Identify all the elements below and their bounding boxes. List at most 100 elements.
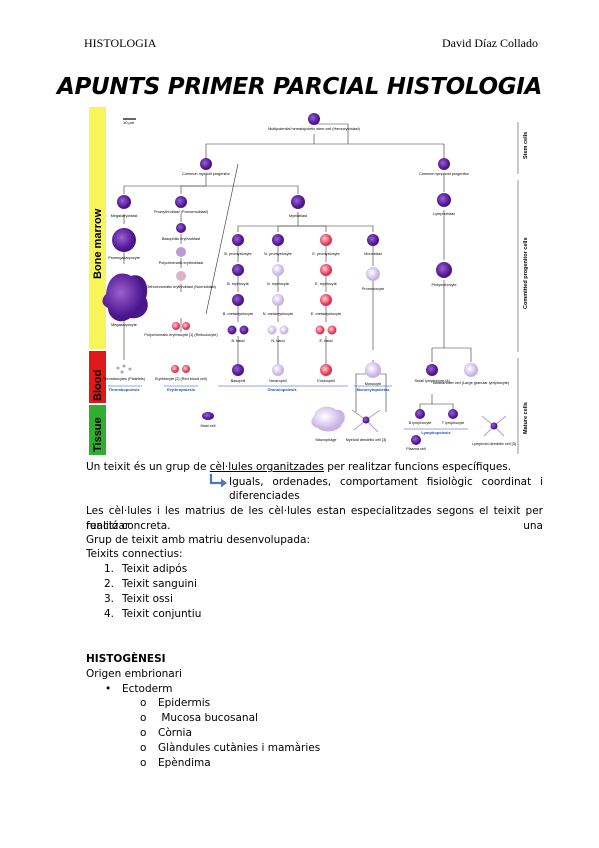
b-band-label: B. band	[231, 339, 244, 343]
basophilic-label: Basophilic erythroblast	[162, 237, 201, 241]
myeloblast-cell	[291, 195, 305, 209]
b-meta-label: B. metamyelocyte	[223, 312, 253, 316]
erythrocyte-label: Erythrocyte [2] (Red blood cell)	[155, 377, 208, 381]
neutrophil-label: Neutrophil	[269, 379, 286, 383]
b-lymph-label: B lymphocyte	[409, 421, 432, 425]
matrix-line: Grup de teixit amb matriu desenvolupada:	[86, 534, 310, 546]
lymph-dc-cell	[490, 422, 498, 430]
origin-line: Origen embrionari	[86, 668, 182, 680]
hematopoiesis-diagram: Bone marrow Blood Tissue Stem cells Comm…	[89, 107, 529, 455]
n-myelocyte-cell	[272, 264, 284, 276]
e-promyelocyte-label: E. promyelocyte	[312, 252, 339, 256]
scale-label: 10 µm	[123, 120, 135, 125]
promegakaryocyte-cell	[112, 228, 136, 252]
list-item: Teixit adipós	[122, 563, 188, 575]
list-number: 1.	[104, 563, 115, 575]
e-myelocyte-cell	[320, 264, 332, 276]
megakaryocyte-label: Megakaryocyte	[111, 323, 137, 327]
neutrophil-cell	[272, 364, 284, 376]
mast-cell	[202, 412, 214, 420]
sub-list-item: Glàndules cutànies i mamàries	[158, 742, 321, 754]
list-item: Teixit sanguini	[122, 578, 197, 590]
b-band-cell	[239, 325, 249, 335]
sub-bullet-icon: o	[140, 742, 147, 754]
e-myelocyte-label: E. myelocyte	[315, 282, 337, 286]
list-number: 2.	[104, 578, 115, 590]
n-meta-cell	[272, 294, 284, 306]
megakaryocyte-cell	[102, 273, 148, 322]
lympho-label: Lymphopoiesis	[421, 430, 451, 435]
proerythroblast-label: Proerythroblast (Pronormoblast)	[154, 210, 209, 214]
megakaryoblast-cell	[117, 195, 131, 209]
thrombo-label: Thrombopoiesis	[108, 387, 140, 392]
orthochromatic-cell	[176, 271, 186, 281]
hematopoiesis-figure: Bone marrow Blood Tissue Stem cells Comm…	[86, 104, 530, 458]
committed-label: Committed progenitor cells	[523, 237, 529, 309]
t-lymph-label: T lymphocyte	[442, 421, 465, 425]
list-number: 3.	[104, 593, 115, 605]
histo-heading: HISTOGÈNESI	[86, 653, 166, 665]
promonocyte-label: Promonocyte	[362, 287, 384, 291]
sub-list-item: Epèndima	[158, 757, 211, 769]
nk-cell	[464, 363, 478, 377]
intro-link: cèl·lules organitzades	[209, 461, 324, 473]
b-promyelocyte-label: B. promyelocyte	[224, 252, 251, 256]
plasma-cell	[411, 435, 421, 445]
bone-marrow-band	[89, 107, 106, 349]
mast-label: Mast cell	[201, 424, 216, 428]
polychromatic-cell	[176, 247, 186, 257]
list-number: 4.	[104, 608, 115, 620]
e-promyelocyte-cell	[320, 234, 332, 246]
plasma-label: Plasma cell	[406, 447, 426, 451]
macrophage-cell	[311, 406, 345, 432]
stem-cells-label: Stem cells	[523, 132, 529, 159]
intro-pre: Un teixit és un grup de	[86, 461, 210, 473]
blood-label: Blood	[92, 370, 104, 401]
monocyto-label: Monocytopoiesis	[357, 387, 390, 392]
e-band-label: E. band	[319, 339, 332, 343]
sub-list-item: Còrnia	[158, 727, 192, 739]
n-promyelocyte-cell	[272, 234, 284, 246]
e-band-cell	[327, 325, 337, 335]
n-band-label: N. band	[271, 339, 284, 343]
list-item: Teixit conjuntiu	[122, 608, 202, 620]
lymphoblast-cell	[437, 193, 451, 207]
myeloid-dc-cell	[362, 416, 370, 424]
promegakaryocyte-label: Promegakaryocyte	[108, 256, 140, 260]
intro-post: per realitzar funcions específiques.	[323, 461, 512, 473]
bent-arrow-icon	[209, 474, 227, 488]
intro-line: Un teixit és un grup de cèl·lules organi…	[86, 460, 511, 475]
lymphoblast-label: Lymphoblast	[433, 212, 455, 216]
para-line-2: funció concreta.	[86, 520, 171, 532]
thrombocytes-label: Thrombocytes (Platelets)	[103, 377, 146, 381]
tissue-label: Tissue	[92, 417, 104, 452]
b-lymph-cell	[415, 409, 425, 419]
orthochromatic-label: Orthochromatic erythroblast (Normoblast)	[146, 285, 217, 289]
e-meta-cell	[320, 294, 332, 306]
cmp-label: Common myeloid progenitor	[182, 172, 230, 176]
small-lymph-cell	[426, 364, 438, 376]
nk-label: Natural killer cell (Large granular lymp…	[433, 381, 510, 385]
basophilic-cell	[176, 223, 186, 233]
eosinophil-cell	[320, 364, 332, 376]
proerythroblast-cell	[175, 196, 187, 208]
prolymphocyte-cell	[436, 262, 452, 278]
clp-cell	[438, 158, 450, 170]
lymph-dc-label: Lymphoid dendritic cell [3]	[472, 442, 516, 446]
sub-bullet-icon: o	[140, 712, 147, 724]
page-title: APUNTS PRIMER PARCIAL HISTOLOGIA	[56, 74, 543, 100]
polychromatic-label: Polychromatic erythroblast	[159, 261, 205, 265]
n-meta-label: N. metamyelocyte	[263, 312, 293, 316]
tissue-band	[89, 405, 106, 455]
connective-heading: Teixits connectius:	[86, 548, 183, 560]
b-promyelocyte-cell	[232, 234, 244, 246]
b-myelocyte-cell	[232, 264, 244, 276]
polyerythrocyte-label: Polychromatic erythrocyte [1] (Reticuloc…	[144, 333, 218, 337]
t-lymph-cell	[448, 409, 458, 419]
basophil-label: Basophil	[231, 379, 246, 383]
megakaryoblast-label: Megakaryoblast	[111, 214, 139, 218]
granulo-label: Granulopoiesis	[267, 387, 297, 392]
n-band-cell	[279, 325, 289, 335]
sub-bullet-icon: o	[140, 727, 147, 739]
promonocyte-cell	[366, 267, 380, 281]
